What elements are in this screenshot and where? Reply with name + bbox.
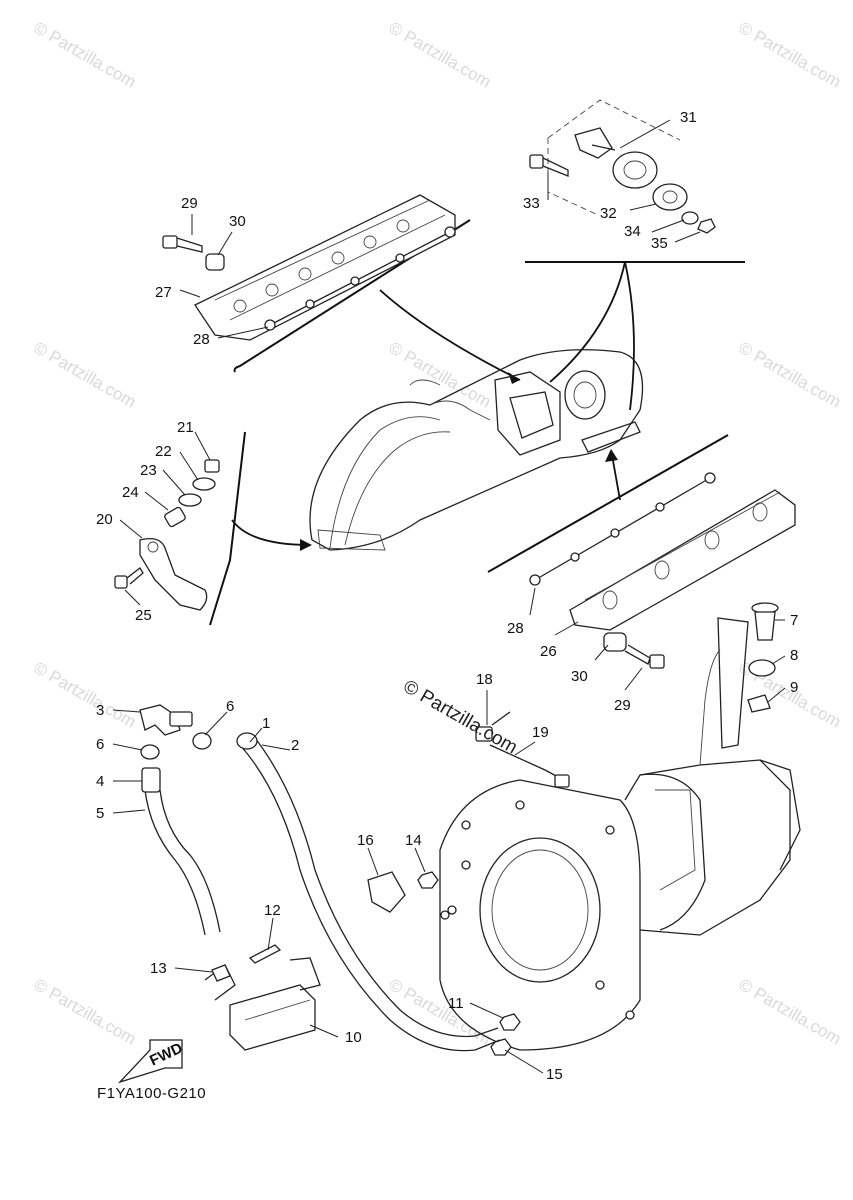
arrow-handle — [231, 519, 311, 546]
callout-5: 5 — [96, 805, 104, 822]
washer-part-23 — [178, 493, 202, 507]
callout-10: 10 — [345, 1029, 362, 1046]
callout-28: 28 — [507, 620, 524, 637]
callout-25: 25 — [135, 607, 152, 624]
callout-2: 2 — [291, 737, 299, 754]
callout-30: 30 — [571, 668, 588, 685]
callout-23: 23 — [140, 462, 157, 479]
arrowhead — [508, 372, 520, 384]
bracket-part-16 — [367, 871, 406, 913]
callout-20: 20 — [96, 511, 113, 528]
arrow-rail-left — [379, 289, 521, 381]
callout-7: 7 — [790, 612, 798, 629]
callout-22: 22 — [155, 443, 172, 460]
pump-housing — [439, 649, 801, 1051]
diagram-code: F1YA100-G210 — [97, 1085, 206, 1102]
callout-29: 29 — [614, 697, 631, 714]
arrowhead — [300, 539, 312, 551]
plug-part-7 — [751, 602, 779, 641]
arrow-kit-b — [624, 261, 635, 411]
frame-left — [209, 431, 246, 626]
nut-part-15 — [490, 1038, 512, 1056]
callout-6: 6 — [226, 698, 234, 715]
washer-part-34 — [681, 211, 699, 225]
arrowhead — [605, 449, 618, 462]
callout-13: 13 — [150, 960, 167, 977]
callout-35: 35 — [651, 235, 668, 252]
frame-right — [487, 434, 729, 573]
callout-1: 1 — [262, 715, 270, 732]
callout-9: 9 — [790, 679, 798, 696]
callout-31: 31 — [680, 109, 697, 126]
collar-part-30-top — [205, 253, 225, 271]
collar-part-30-bottom — [603, 632, 627, 652]
callout-4: 4 — [96, 773, 104, 790]
handle-part-20 — [139, 537, 208, 611]
fwd-arrow-icon — [117, 1039, 183, 1084]
nut-part-35 — [697, 218, 716, 234]
callout-34: 34 — [624, 223, 641, 240]
arrow-rail-right — [611, 454, 621, 501]
leader-lines — [112, 119, 786, 1074]
frame-top-left — [233, 219, 471, 373]
nut-part-11 — [499, 1013, 521, 1031]
bolt-part-29-bottom — [624, 644, 665, 669]
arrow-kit-a — [549, 261, 626, 383]
callout-19: 19 — [532, 724, 549, 741]
nut-part-14 — [417, 871, 439, 889]
lock-part-31 — [574, 127, 616, 159]
plate-part-32 — [612, 151, 688, 211]
box-part-10 — [204, 957, 321, 1051]
callout-12: 12 — [264, 902, 281, 919]
callout-3: 3 — [96, 702, 104, 719]
oring-part-8 — [748, 659, 776, 677]
callout-28: 28 — [193, 331, 210, 348]
callout-8: 8 — [790, 647, 798, 664]
rail-part-27 — [194, 194, 456, 341]
rail-part-26 — [529, 472, 796, 631]
callouts: 1 2 3 4 5 6 6 7 8 9 10 11 12 13 14 15 16… — [96, 109, 798, 1083]
bolt-part-29-top — [162, 235, 203, 253]
washer-part-22 — [192, 477, 216, 491]
callout-32: 32 — [600, 205, 617, 222]
callout-27: 27 — [155, 284, 172, 301]
callout-30: 30 — [229, 213, 246, 230]
callout-29: 29 — [181, 195, 198, 212]
callout-16: 16 — [357, 832, 374, 849]
stud-part-24 — [164, 506, 186, 528]
hose-part-4 — [141, 767, 161, 793]
clip-part-9 — [747, 694, 771, 713]
hose-part-1 — [236, 732, 258, 750]
pin-part-12 — [248, 944, 282, 964]
callout-33: 33 — [523, 195, 540, 212]
nut-part-21 — [204, 459, 220, 473]
sensor-part-18 — [475, 711, 511, 742]
wire-part-19 — [489, 744, 570, 788]
callout-11: 11 — [448, 995, 464, 1012]
bolt-part-25 — [114, 567, 144, 589]
callout-14: 14 — [405, 832, 422, 849]
bolt-part-33 — [529, 154, 569, 177]
clamp-part-6-left — [140, 744, 160, 760]
hose-part-5 — [144, 789, 221, 936]
callout-21: 21 — [177, 419, 194, 436]
pipe-shield — [717, 617, 749, 749]
callout-18: 18 — [476, 671, 493, 688]
clamp-part-6-right — [192, 732, 212, 750]
clip-part-13 — [211, 964, 231, 982]
elbow-part-3 — [139, 704, 193, 736]
callout-15: 15 — [546, 1066, 563, 1083]
callout-24: 24 — [122, 484, 139, 501]
callout-6: 6 — [96, 736, 104, 753]
hose-part-2 — [239, 737, 501, 1052]
callout-26: 26 — [540, 643, 557, 660]
watercraft-body — [309, 349, 644, 551]
